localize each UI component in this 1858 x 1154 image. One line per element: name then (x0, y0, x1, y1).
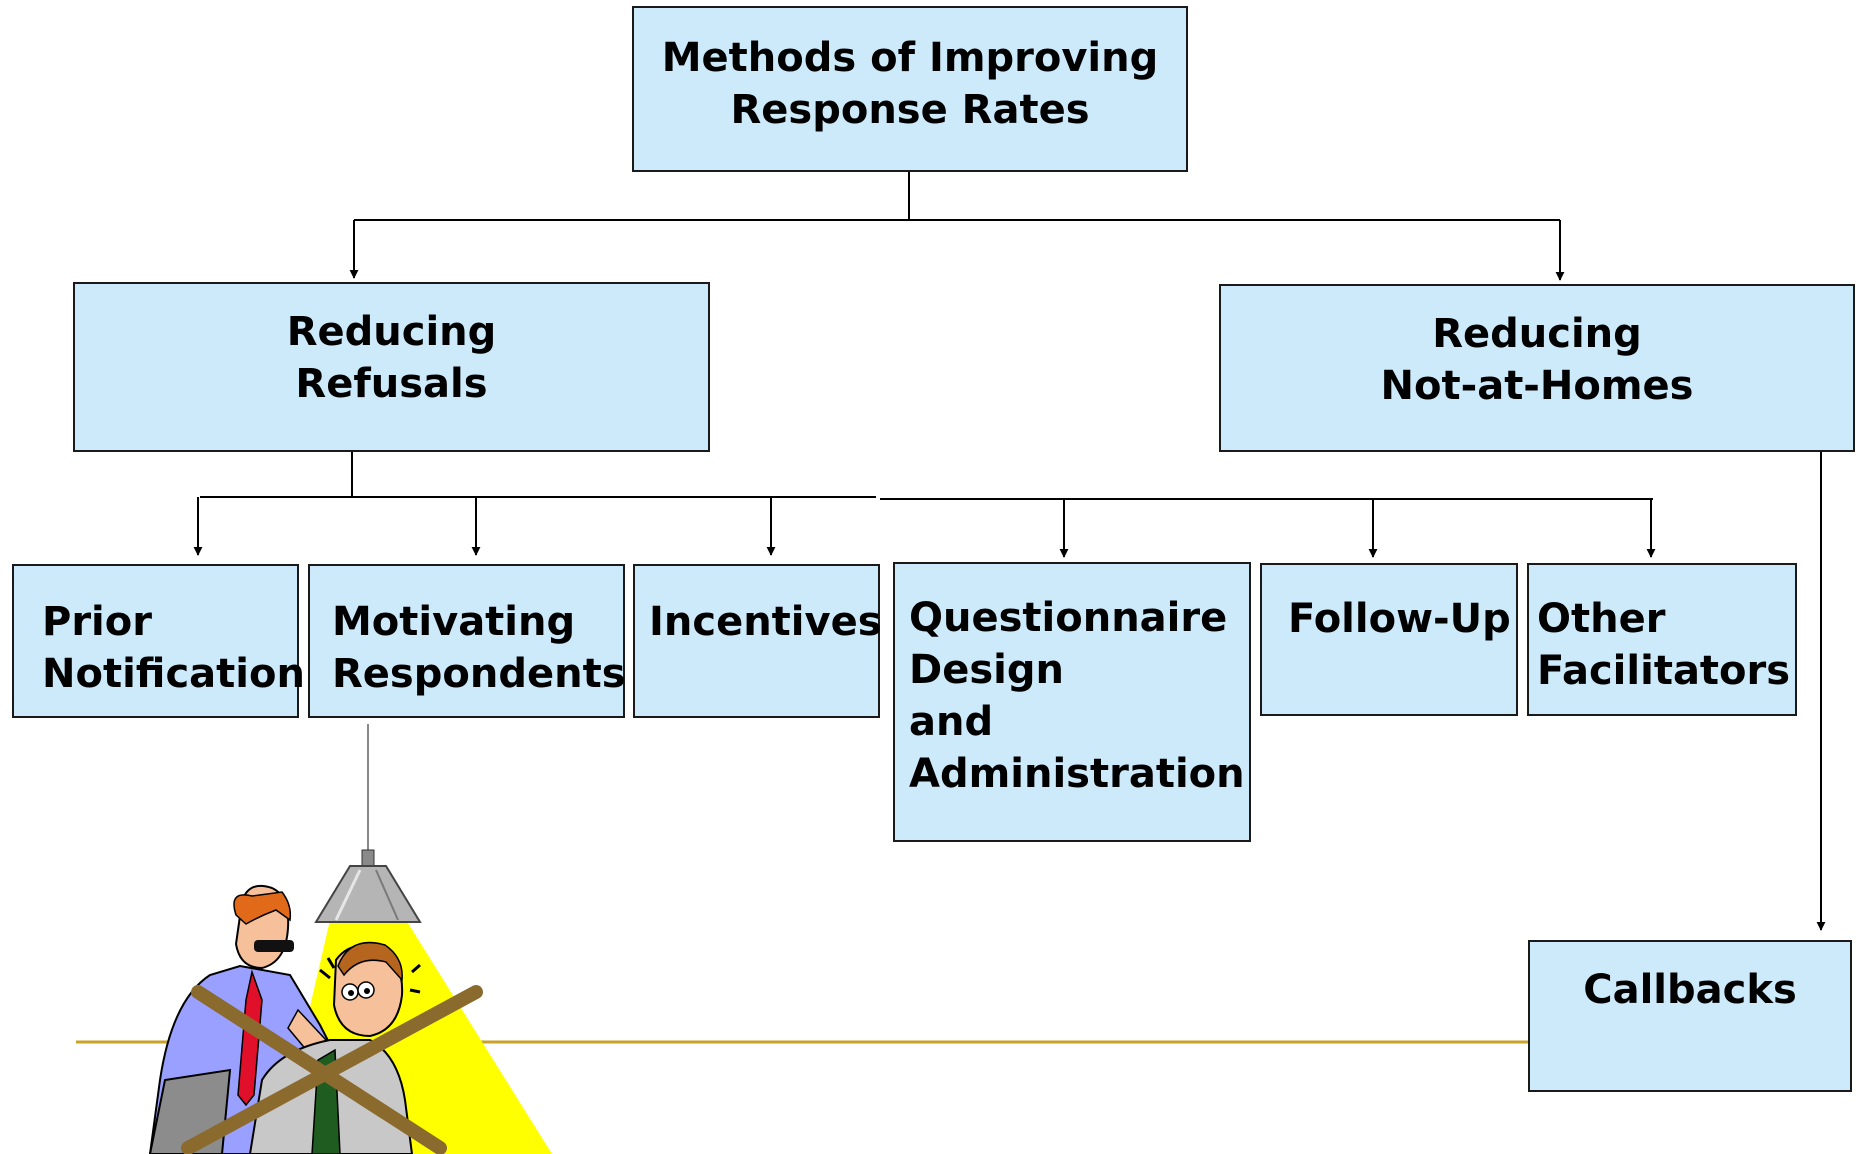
callbacks-line-1: Callbacks (1583, 967, 1797, 1013)
refusals-line-2: Refusals (295, 361, 488, 407)
callbacks-node: Callbacks (1528, 940, 1852, 1092)
sweat-marks (319, 957, 421, 994)
root-line-1: Methods of Improving (661, 35, 1159, 81)
motivating-line-1: Motivating (332, 599, 576, 645)
prior-line-2: Notification (42, 651, 305, 697)
prior-line-1: Prior (42, 599, 152, 645)
root-line-2: Response Rates (730, 87, 1090, 133)
reducing-not-at-homes-node: Reducing Not-at-Homes (1219, 284, 1855, 452)
lamp-shade-icon (314, 865, 422, 923)
questionnaire-line-3: and (909, 699, 994, 745)
cross-out-line-2 (181, 985, 483, 1154)
questionnaire-line-2: Design (909, 647, 1064, 693)
red-tie (237, 969, 263, 1107)
not-at-homes-line-1: Reducing (1432, 311, 1642, 357)
followup-line-1: Follow-Up (1288, 596, 1511, 642)
refusals-line-1: Reducing (286, 309, 497, 355)
interrogation-clipart-icon (148, 865, 552, 1154)
motivating-line-2: Respondents (332, 651, 626, 697)
root-node: Methods of Improving Response Rates (632, 6, 1188, 172)
other-line-1: Other (1537, 596, 1666, 642)
incentives-line-1: Incentives (649, 599, 882, 645)
sunglasses-icon (254, 940, 294, 952)
questionnaire-line-1: Questionnaire (909, 595, 1228, 641)
questionnaire-line-4: Administration (909, 751, 1245, 797)
not-at-homes-line-2: Not-at-Homes (1380, 363, 1694, 409)
motivating-respondents-node: Motivating Respondents (308, 564, 626, 718)
reducing-refusals-node: Reducing Refusals (73, 282, 710, 452)
follow-up-node: Follow-Up (1260, 563, 1518, 716)
prior-notification-node: Prior Notification (12, 564, 305, 718)
other-facilitators-node: Other Facilitators (1527, 563, 1797, 716)
other-line-2: Facilitators (1537, 648, 1791, 694)
incentives-node: Incentives (633, 564, 882, 718)
questionnaire-node: Questionnaire Design and Administration (893, 562, 1251, 842)
